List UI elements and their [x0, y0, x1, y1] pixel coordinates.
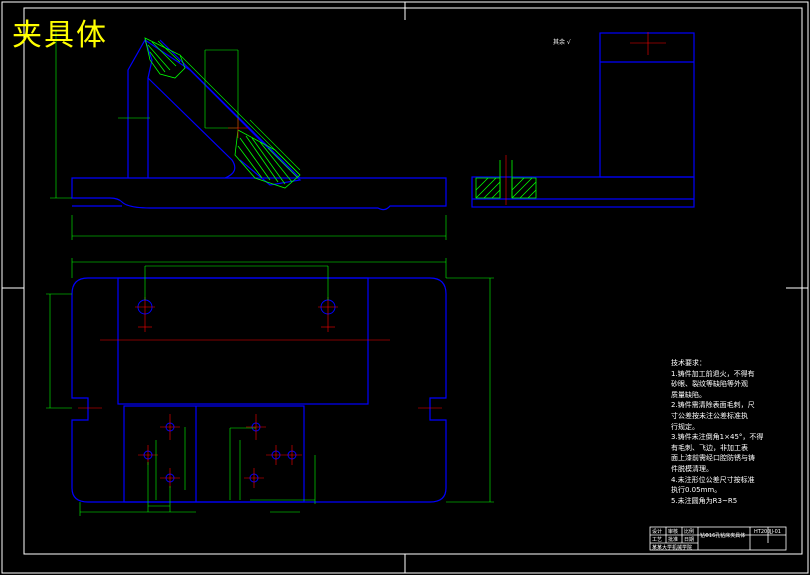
title-block-cell: 审核: [668, 529, 679, 535]
surface-roughness-note: 其余 √: [553, 39, 571, 46]
requirement-line: 砂眼、裂纹等缺陷等外观: [671, 380, 748, 389]
title-block-cell: 批准: [668, 537, 679, 543]
requirement-line: 质量缺陷。: [671, 390, 706, 399]
requirement-line: 5.未注圆角为R3~R5: [671, 496, 738, 505]
front-view-dimensions: [50, 30, 447, 240]
technical-requirements-heading: 技术要求：: [671, 359, 706, 367]
requirement-line: 4.未注形位公差尺寸按标准: [671, 475, 755, 484]
top-view: [71, 277, 447, 503]
technical-requirements: 技术要求： 1.铸件加工前退火，不得有 砂眼、裂纹等缺陷等外观 质量缺陷。 2.…: [671, 358, 789, 506]
drawing-title: 夹具体: [12, 18, 108, 53]
top-view-centerlines: [78, 297, 442, 488]
front-view: [71, 38, 447, 211]
requirement-line: 有毛刺、飞边，非加工表: [671, 443, 748, 452]
front-view-centerlines: [228, 118, 248, 138]
side-view-hatching: [475, 160, 537, 199]
requirement-line: 2.铸件需清除表面毛刺，尺: [671, 401, 755, 410]
title-block-cell: 设计: [652, 529, 663, 535]
requirement-line: 1.铸件加工前退火，不得有: [671, 369, 755, 378]
requirement-line: 件脱模清理。: [671, 464, 713, 473]
material: HT200: [754, 529, 771, 535]
requirement-line: 面上漆前需经口腔防锈与铸: [671, 454, 755, 463]
title-block-cell: 日期: [684, 537, 695, 543]
requirement-line: 3.铸件未注倒角1×45°，不得: [671, 433, 764, 442]
front-view-hatching: [144, 37, 301, 189]
top-view-holes: [137, 299, 336, 483]
drawing-number: JJ-01: [770, 529, 781, 535]
title-block-cell: 比例: [684, 529, 695, 535]
side-view: [471, 32, 695, 208]
top-view-dimensions: [46, 258, 494, 516]
side-view-centerlines: [505, 32, 666, 205]
part-name: 钻Φ16孔钻床夹具体: [700, 533, 746, 539]
title-block-cell: 工艺: [652, 537, 663, 543]
requirement-line: 执行0.05mm。: [671, 486, 722, 495]
requirement-line: 寸公差按未注公差标准执: [671, 411, 748, 420]
title-block: [649, 526, 787, 551]
school-name: 某某大学机械学院: [652, 545, 693, 551]
requirement-line: 行规定。: [671, 422, 699, 431]
